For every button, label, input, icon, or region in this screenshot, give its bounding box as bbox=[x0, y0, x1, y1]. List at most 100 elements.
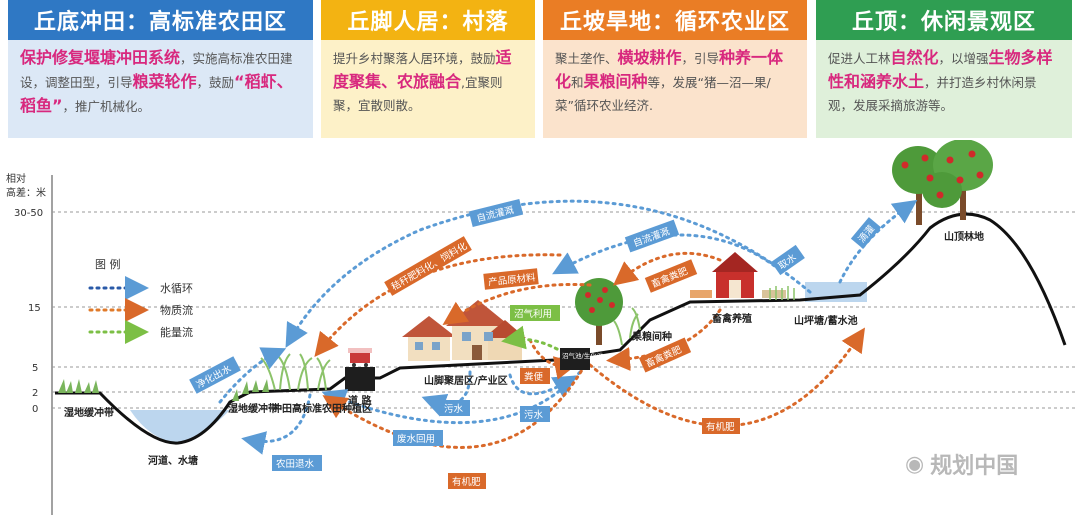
flow-material-organic bbox=[322, 363, 587, 449]
flow-water-irrigation-1 bbox=[285, 199, 812, 348]
fruit-tree-icon bbox=[575, 278, 623, 345]
body-text: ，引导 bbox=[681, 51, 720, 66]
flow-tag: 自流灌溉 bbox=[624, 219, 680, 253]
zone-label: 冲田高标准农田种植区 bbox=[272, 402, 372, 415]
body-text: ,宜聚则聚，宜散则散。 bbox=[333, 75, 503, 113]
flow-tag: 农田退水 bbox=[272, 455, 322, 471]
body-text: ，以增强 bbox=[938, 51, 989, 66]
flow-tag: 畜禽粪肥 bbox=[644, 259, 698, 293]
highlight-text: 种养一体化 bbox=[555, 48, 784, 91]
flow-tag: 秸秆肥料化、饲料化 bbox=[384, 236, 472, 296]
svg-text:粪便: 粪便 bbox=[524, 371, 544, 383]
panel-slope-farming: 丘坡旱地：循环农业区 聚土垄作、横坡耕作，引导种养一体化和果粮间种等，发展“猪—… bbox=[543, 0, 807, 138]
svg-text:废水回用: 废水回用 bbox=[397, 433, 435, 445]
highlight-text: 果粮间种 bbox=[583, 72, 648, 91]
flow-tag: 取水 bbox=[771, 244, 805, 276]
hilltop-trees-icon bbox=[892, 140, 993, 225]
axis-tick: 5 bbox=[32, 363, 38, 374]
food-cart-icon bbox=[348, 348, 372, 367]
cross-section-diagram: 相对 高差：米 30-50 15 5 2 0 bbox=[6, 140, 1075, 515]
crop-icon bbox=[613, 307, 641, 346]
highlight-text: 自然化 bbox=[890, 48, 939, 67]
flow-material-feces bbox=[528, 338, 579, 380]
river-water bbox=[130, 410, 230, 443]
axis-tick: 15 bbox=[28, 303, 41, 314]
panel-text: 聚土垄作、横坡耕作，引导种养一体化和果粮间种等，发展“猪—沼—果/菜”循环农业经… bbox=[543, 40, 807, 138]
flow-tag: 产品原材料 bbox=[483, 268, 539, 290]
houses-icon bbox=[402, 300, 526, 361]
panel-text: 保护修复堰塘冲田系统，实施高标准农田建设，调整田型，引导粮菜轮作，鼓励“稻虾、稻… bbox=[8, 40, 313, 138]
crop-icon bbox=[260, 353, 331, 391]
highlight-text: 粮菜轮作 bbox=[132, 72, 197, 91]
body-text: 等，发展“猪—沼—果/菜”循环农业经济. bbox=[555, 75, 771, 113]
legend: 图 例 水循环 物质流 能量流 bbox=[88, 257, 193, 344]
legend-label: 水循环 bbox=[160, 282, 193, 295]
svg-text:产品原材料: 产品原材料 bbox=[488, 271, 537, 288]
flow-tag: 净化出水 bbox=[189, 356, 241, 394]
flow-tag: 粪便 bbox=[520, 368, 550, 384]
svg-text:污水: 污水 bbox=[444, 403, 464, 415]
flow-material-product bbox=[442, 282, 592, 325]
zone-label: 道 路 bbox=[348, 394, 372, 407]
svg-text:沼气池/生化池: 沼气池/生化池 bbox=[562, 351, 604, 360]
highlight-text: 横坡耕作 bbox=[617, 48, 682, 67]
svg-text:有机肥: 有机肥 bbox=[706, 421, 735, 433]
panel-hilltop-leisure: 丘顶：休闲景观区 促进人工林自然化，以增强生物多样性和涵养水土，并打造乡村休闲景… bbox=[816, 0, 1072, 138]
panel-foot-settlement: 丘脚人居：村落 提升乡村聚落人居环境，鼓励适度聚集、农旅融合,宜聚则聚，宜散则散… bbox=[321, 0, 535, 138]
zone-label: 畜禽养殖 bbox=[712, 312, 752, 325]
highlight-text: 保护修复堰塘冲田系统 bbox=[20, 48, 181, 67]
body-text: ，并打造乡村休闲景观，发展采摘旅游等。 bbox=[828, 75, 1037, 113]
svg-text:污水: 污水 bbox=[524, 409, 544, 421]
flow-water-irrigation-2 bbox=[552, 233, 782, 275]
panel-title: 丘底冲田：高标准农田区 bbox=[8, 0, 313, 40]
body-text: ，鼓励 bbox=[196, 75, 235, 90]
axis-title: 相对 bbox=[6, 172, 26, 185]
body-text: 聚土垄作、 bbox=[555, 51, 618, 66]
axis-title: 高差：米 bbox=[6, 186, 46, 199]
body-text: ，推广机械化。 bbox=[62, 99, 151, 114]
zone-label: 河道、水塘 bbox=[148, 454, 198, 467]
highlight-text: 生物多样性和涵养水土 bbox=[828, 48, 1053, 91]
crop-icon bbox=[769, 286, 795, 300]
road-block bbox=[345, 367, 375, 391]
body-text: 促进人工林 bbox=[828, 51, 891, 66]
flow-water-sewage bbox=[508, 373, 578, 399]
wechat-icon: ◉ bbox=[905, 451, 925, 477]
flow-tag: 自流灌溉 bbox=[468, 198, 524, 228]
zone-label: 山坪塘/蓄水池 bbox=[794, 314, 858, 327]
flow-material-manure bbox=[612, 251, 722, 286]
zone-label: 湿地缓冲带 bbox=[228, 402, 278, 415]
flow-water-purify bbox=[218, 347, 287, 404]
grass-icon bbox=[58, 379, 269, 401]
flow-tag: 废水回用 bbox=[393, 430, 443, 446]
body-text: 和 bbox=[571, 75, 584, 90]
flow-water-reuse-2 bbox=[321, 370, 582, 425]
watermark-text: 规划中国 bbox=[930, 454, 1019, 479]
flow-water-drain bbox=[241, 393, 312, 455]
watermark: ◉ 规划中国 bbox=[905, 448, 1018, 480]
body-text: ，实施高标准农田建设，调整田型，引导 bbox=[20, 51, 293, 90]
flow-tag: 污水 bbox=[440, 400, 470, 416]
zone-label: 山顶林地 bbox=[944, 230, 984, 243]
zone-label: 山脚聚居区/产业区 bbox=[424, 374, 508, 387]
axis-tick: 2 bbox=[32, 388, 38, 399]
flow-tag: 污水 bbox=[520, 406, 550, 422]
panel-title: 丘脚人居：村落 bbox=[321, 0, 535, 40]
svg-text:秸秆肥料化、饲料化: 秸秆肥料化、饲料化 bbox=[389, 240, 469, 293]
svg-text:沼气利用: 沼气利用 bbox=[514, 308, 552, 320]
panel-title: 丘坡旱地：循环农业区 bbox=[543, 0, 807, 40]
legend-title: 图 例 bbox=[95, 257, 121, 271]
panel-text: 提升乡村聚落人居环境，鼓励适度聚集、农旅融合,宜聚则聚，宜散则散。 bbox=[321, 40, 535, 138]
highlight-text: 适度聚集、农旅融合 bbox=[333, 48, 512, 91]
body-text: 提升乡村聚落人居环境，鼓励 bbox=[333, 51, 496, 66]
terrain-profile bbox=[55, 212, 1067, 445]
flow-tag: 有机肥 bbox=[702, 418, 740, 434]
biogas-tank: 沼气池/生化池 bbox=[560, 348, 604, 370]
flow-tag: 沼气利用 bbox=[510, 305, 560, 321]
axis-tick: 0 bbox=[32, 404, 38, 415]
svg-text:农田退水: 农田退水 bbox=[276, 458, 315, 470]
panel-title: 丘顶：休闲景观区 bbox=[816, 0, 1072, 40]
barn-icon bbox=[690, 252, 786, 298]
zone-label: 湿地缓冲带 bbox=[64, 406, 114, 419]
legend-label: 能量流 bbox=[160, 325, 193, 339]
